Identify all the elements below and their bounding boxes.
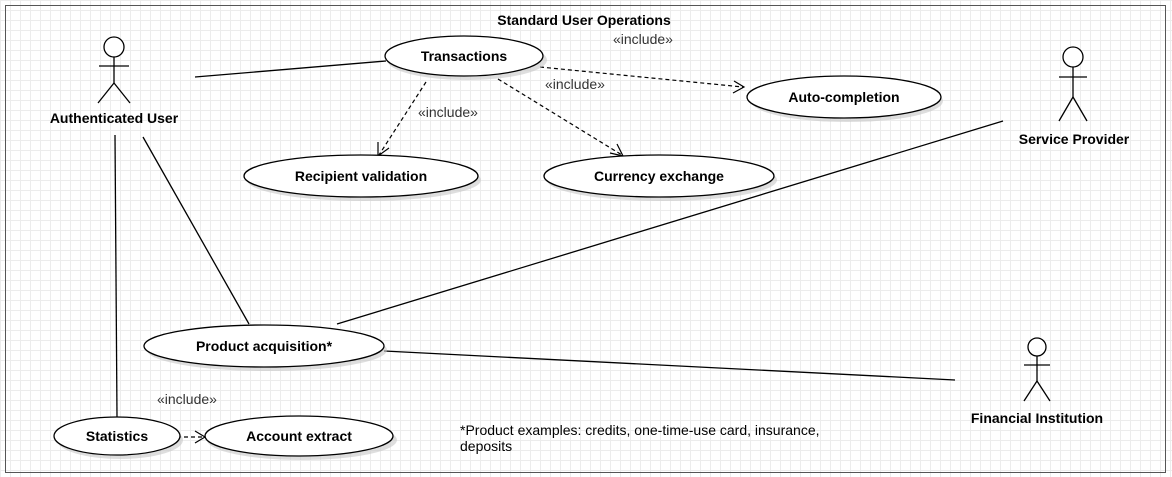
association-provider-product — [336, 120, 1004, 325]
system-boundary — [5, 5, 1166, 473]
use-case-transactions[interactable]: Transactions — [384, 35, 547, 80]
use-case-recipient-validation[interactable]: Recipient validation — [243, 154, 481, 201]
association-user-product — [142, 136, 250, 325]
include-label-statistics: «include» — [157, 391, 217, 407]
include-label-currency: «include» — [545, 76, 605, 92]
actor-financial-institution[interactable]: Financial Institution — [971, 337, 1103, 426]
svg-text:Account extract: Account extract — [246, 428, 352, 444]
svg-text:Recipient validation: Recipient validation — [295, 168, 427, 184]
use-case-account-extract[interactable]: Account extract — [204, 415, 397, 460]
association-user-statistics — [114, 134, 118, 418]
association-user-transactions — [194, 60, 387, 78]
actor-label-service-provider: Service Provider — [1019, 131, 1130, 147]
product-examples-note-line1: *Product examples: credits, one-time-use… — [460, 422, 820, 438]
stick-figure-icon — [97, 36, 131, 104]
actor-service-provider[interactable]: Service Provider — [1019, 46, 1130, 147]
product-examples-note-line2: deposits — [460, 438, 512, 454]
use-case-auto-completion[interactable]: Auto-completion — [746, 75, 943, 122]
association-institution-product — [383, 350, 956, 381]
diagram-title: Standard User Operations — [497, 12, 671, 28]
use-case-statistics[interactable]: Statistics — [53, 416, 183, 459]
include-label-recipient: «include» — [418, 104, 478, 120]
use-case-currency-exchange[interactable]: Currency exchange — [543, 154, 777, 201]
svg-text:Statistics: Statistics — [86, 428, 148, 444]
svg-text:Currency exchange: Currency exchange — [594, 168, 724, 184]
actor-label-financial-institution: Financial Institution — [971, 410, 1103, 426]
include-label-top: «include» — [613, 31, 673, 47]
use-case-product-acquisition[interactable]: Product acquisition* — [143, 324, 387, 371]
svg-text:Auto-completion: Auto-completion — [788, 89, 899, 105]
actor-authenticated-user[interactable]: Authenticated User — [50, 36, 179, 126]
stick-figure-icon — [1023, 337, 1051, 402]
dependency-transactions-autocompletion — [539, 66, 746, 94]
stick-figure-icon — [1058, 46, 1088, 122]
actor-label-authenticated-user: Authenticated User — [50, 110, 179, 126]
svg-text:Transactions: Transactions — [421, 48, 508, 64]
svg-text:Product acquisition*: Product acquisition* — [196, 338, 333, 354]
